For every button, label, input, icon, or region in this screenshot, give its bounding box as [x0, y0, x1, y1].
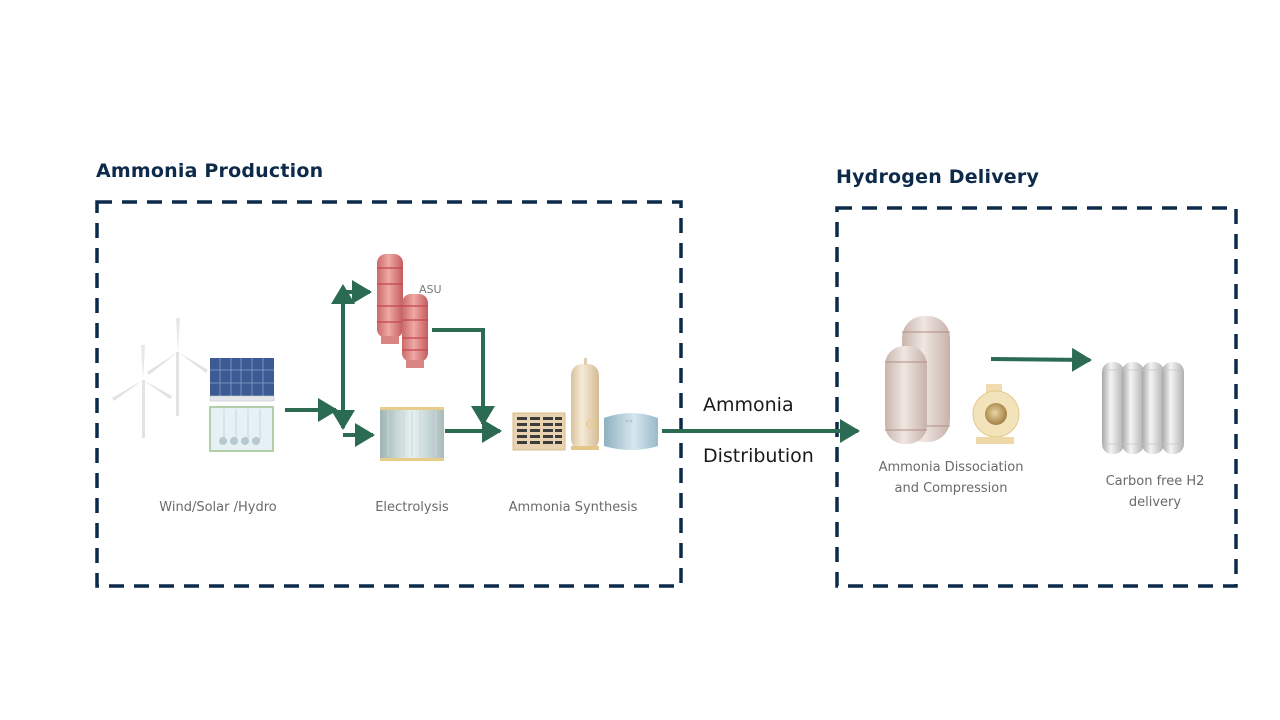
h2-delivery-label: Carbon free H2 delivery — [1090, 471, 1220, 513]
renewables-label: Wind/Solar /Hydro — [159, 500, 277, 515]
air-separation-unit-icon — [377, 254, 428, 368]
dissociation-label-line1: Ammonia Dissociation — [878, 460, 1024, 475]
arrow-dissociation-to-h2 — [990, 347, 1092, 372]
ammonia-synthesis-label: Ammonia Synthesis — [508, 500, 638, 515]
h2-delivery-label-line2: delivery — [1128, 495, 1182, 510]
electrolyzer-icon — [380, 407, 444, 461]
dissociation-tanks-icon — [885, 316, 950, 444]
hydrogen-cylinders-icon — [1102, 362, 1184, 454]
h2-delivery-label-line1: Carbon free H2 — [1105, 474, 1205, 489]
solar-panel-icon — [209, 358, 275, 402]
distribution-label-line1: Ammonia — [703, 394, 794, 416]
ammonia-production-border — [95, 200, 683, 588]
compressor-pump-icon — [972, 384, 1020, 444]
hydro-turbine-icon — [209, 406, 274, 452]
ammonia-synthesis-plant-icon — [512, 358, 658, 451]
electrolysis-label: Electrolysis — [375, 500, 449, 515]
dissociation-label: Ammonia Dissociation and Compression — [866, 457, 1036, 499]
asu-label: ASU — [419, 283, 442, 296]
dissociation-label-line2: and Compression — [894, 481, 1008, 496]
hydrogen-delivery-border — [835, 206, 1238, 588]
distribution-label-line2: Distribution — [703, 445, 814, 467]
ammonia-production-title: Ammonia Production — [96, 160, 324, 182]
arrow-asu-to-synthesis — [432, 328, 495, 426]
wind-turbine-icon — [112, 318, 208, 438]
hydrogen-delivery-title: Hydrogen Delivery — [836, 166, 1040, 188]
